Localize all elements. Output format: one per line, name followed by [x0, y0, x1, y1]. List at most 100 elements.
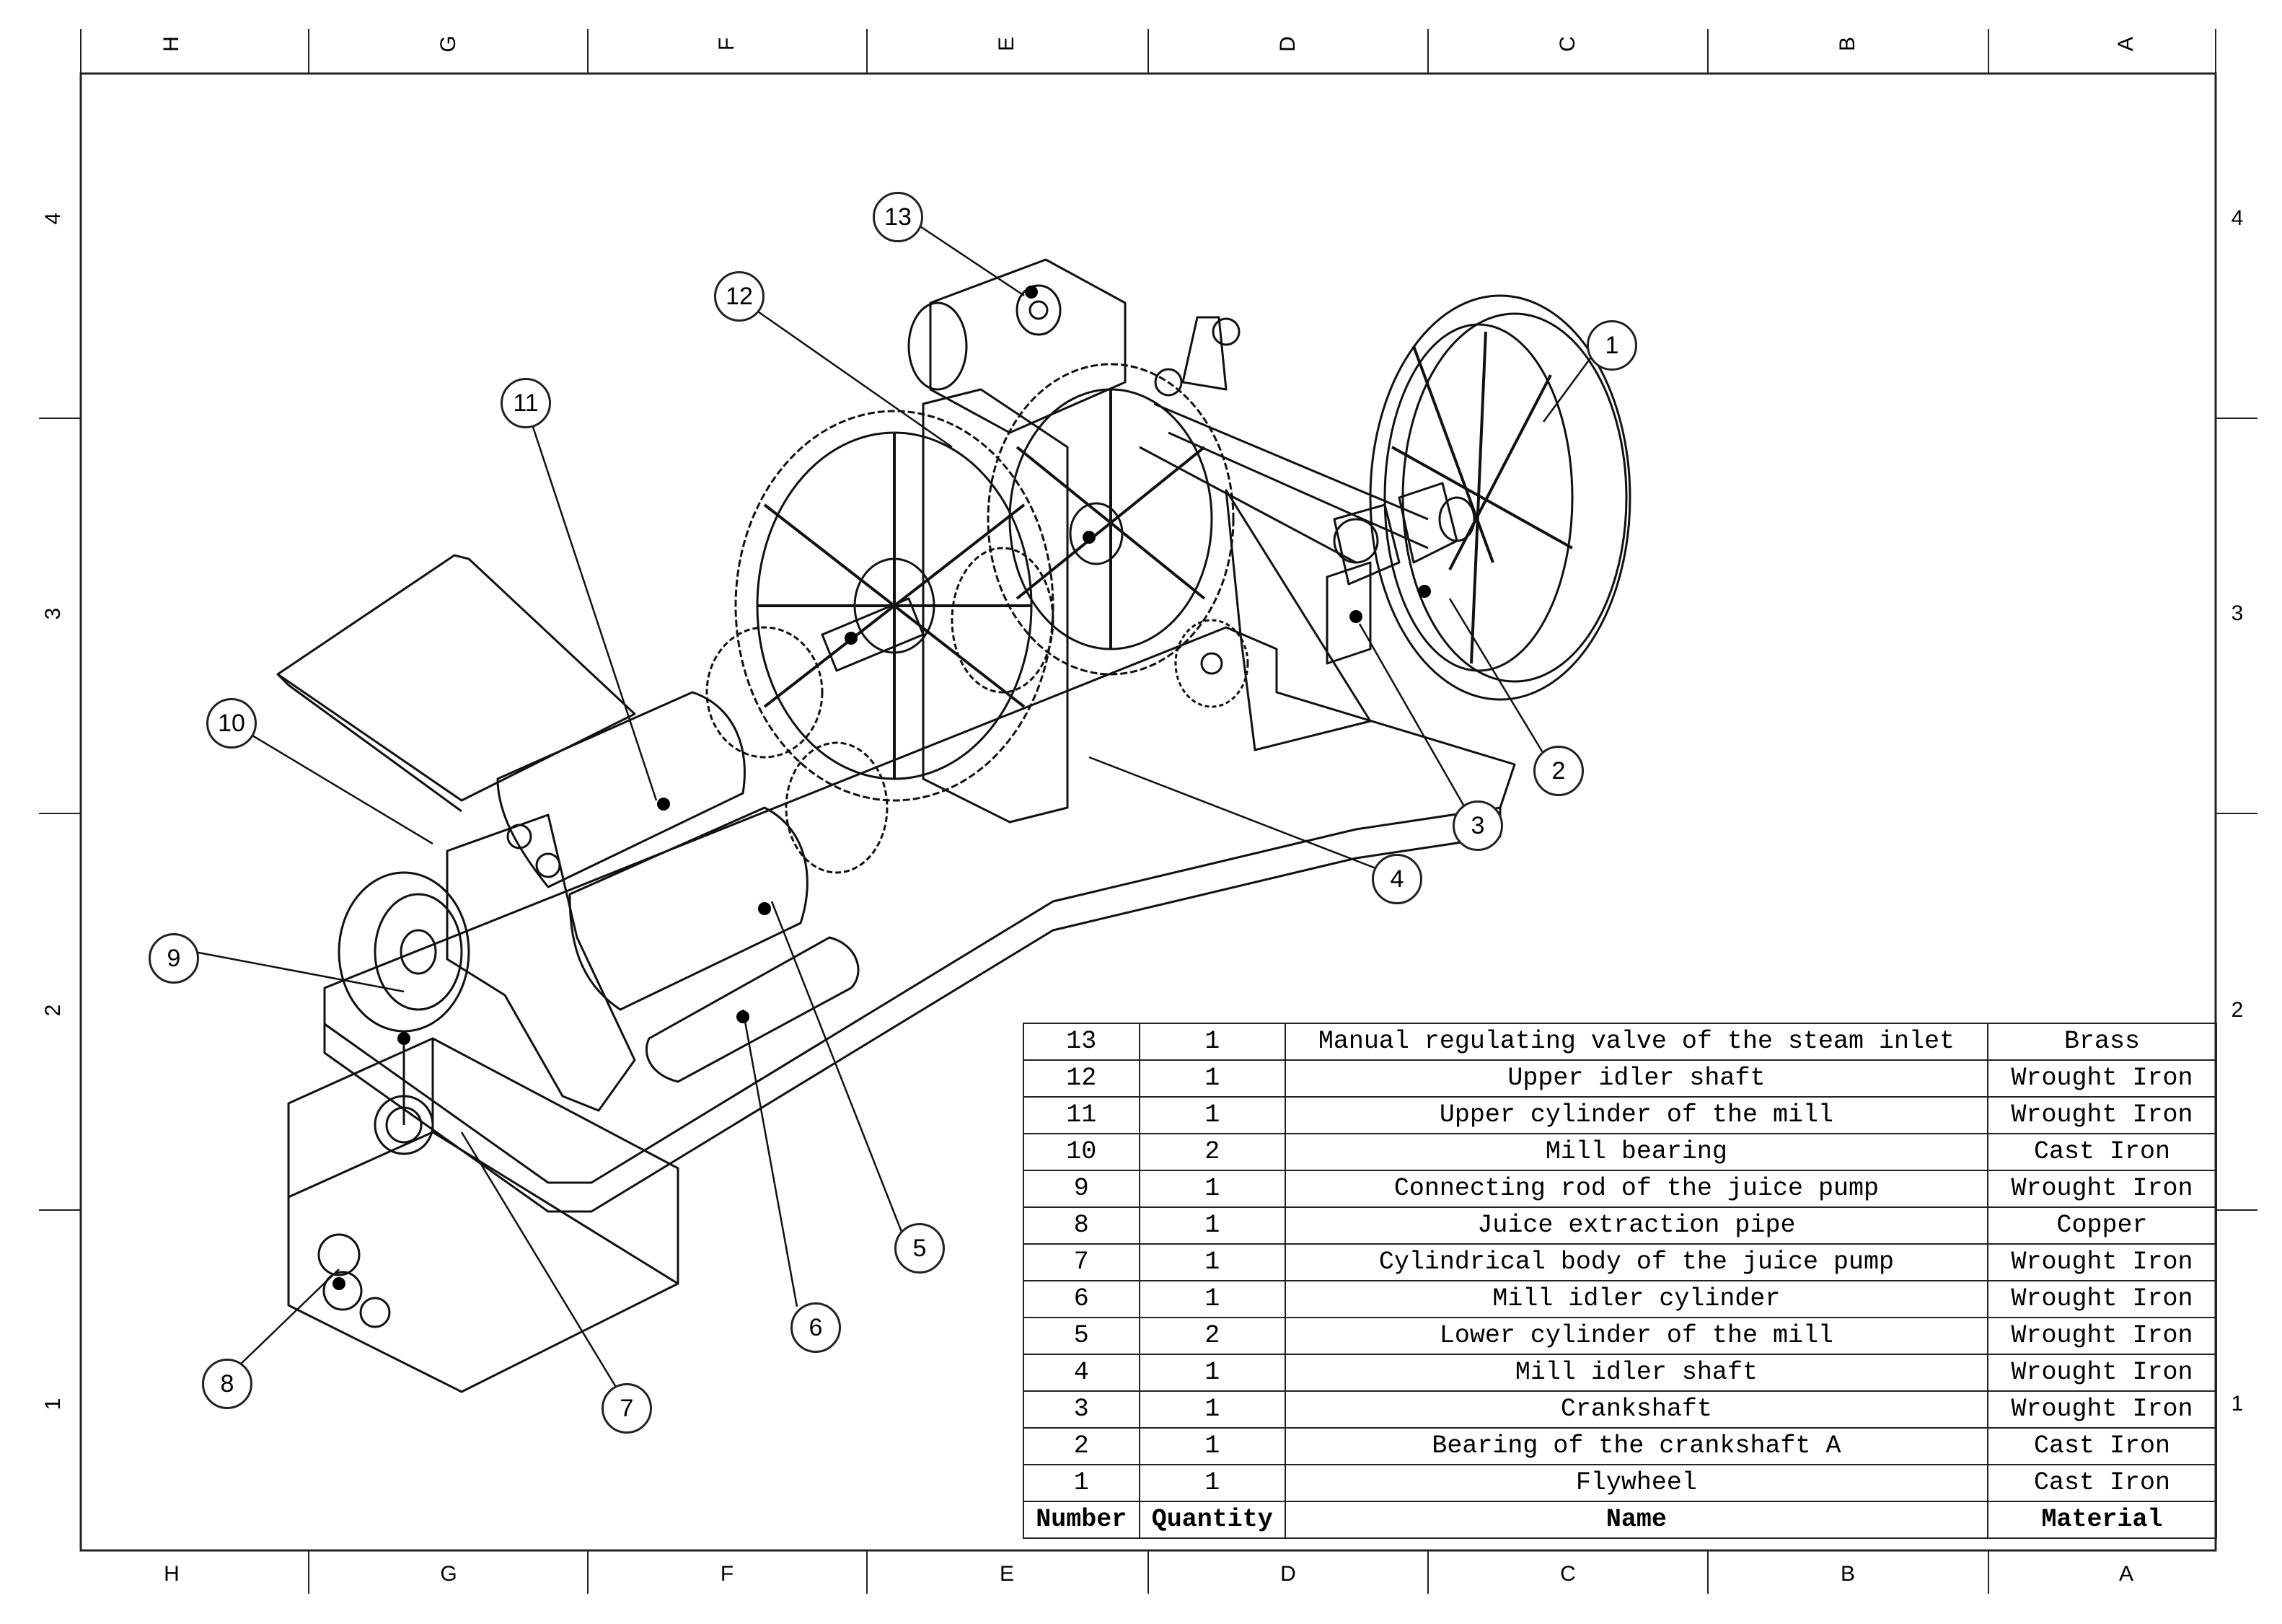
zone-top-a: A [2114, 37, 2138, 52]
bom-name: Bearing of the crankshaft A [1284, 1427, 1988, 1465]
zone-bottom-g: G [440, 1562, 457, 1586]
table-row: 4 1 Mill idler shaft Wrought Iron [1023, 1354, 2218, 1392]
table-row: 8 1 Juice extraction pipe Copper [1023, 1206, 2218, 1245]
zone-top-h: H [159, 36, 183, 52]
zone-left-1: 1 [41, 1398, 65, 1411]
callout-4: 4 [1372, 854, 1422, 904]
bom-name: Lower cylinder of the mill [1284, 1317, 1988, 1355]
bom-number: 5 [1023, 1317, 1140, 1355]
table-row: 7 1 Cylindrical body of the juice pump W… [1023, 1243, 2218, 1281]
zone-bottom-b: B [1840, 1562, 1855, 1586]
bom-quantity: 1 [1138, 1059, 1286, 1098]
bom-quantity: 1 [1138, 1427, 1286, 1465]
bom-number: 1 [1023, 1464, 1140, 1502]
bom-material: Wrought Iron [1986, 1354, 2218, 1392]
bom-name: Flywheel [1284, 1464, 1988, 1502]
zone-right-3: 3 [2231, 601, 2244, 625]
zone-left-4: 4 [41, 212, 65, 225]
pulley [338, 871, 470, 1033]
flywheel [1369, 294, 1631, 701]
zone-top-d: D [1276, 36, 1300, 52]
bom-number: 3 [1023, 1390, 1140, 1429]
bom-material: Wrought Iron [1986, 1059, 2218, 1098]
bom-quantity: 1 [1138, 1023, 1286, 1061]
bom-quantity: 1 [1138, 1096, 1286, 1134]
lower-cylinder [568, 806, 809, 1011]
bom-name: Mill idler cylinder [1284, 1280, 1988, 1318]
zone-right-2: 2 [2231, 998, 2244, 1022]
bom-quantity: 1 [1138, 1170, 1286, 1208]
zone-left-2: 2 [41, 1004, 65, 1017]
zone-right-4: 4 [2231, 206, 2244, 230]
bom-quantity: 1 [1138, 1280, 1286, 1318]
bom-material: Wrought Iron [1986, 1390, 2218, 1429]
zone-right-1: 1 [2231, 1392, 2244, 1416]
bom-quantity: 1 [1138, 1464, 1286, 1502]
bom-material: Wrought Iron [1986, 1096, 2218, 1134]
callout-1: 1 [1587, 320, 1637, 371]
callout-7: 7 [602, 1383, 652, 1434]
bom-number: 13 [1023, 1023, 1140, 1061]
bom-quantity: 2 [1138, 1133, 1286, 1171]
bom-number: 7 [1023, 1243, 1140, 1281]
bom-material: Cast Iron [1986, 1133, 2218, 1171]
bom-material: Copper [1986, 1206, 2218, 1245]
table-row: 1 1 Flywheel Cast Iron [1023, 1464, 2218, 1502]
zone-top-f: F [715, 37, 739, 51]
machine-drawing [276, 258, 1631, 1393]
table-row: 10 2 Mill bearing Cast Iron [1023, 1133, 2218, 1171]
header-number: Number [1023, 1501, 1140, 1539]
zone-bottom-e: E [999, 1562, 1014, 1586]
pinion-gear [705, 626, 824, 759]
bom-quantity: 1 [1138, 1206, 1286, 1245]
bom-number: 12 [1023, 1059, 1140, 1098]
bom-material: Wrought Iron [1986, 1243, 2218, 1281]
bom-number: 2 [1023, 1427, 1140, 1465]
bom-quantity: 1 [1138, 1390, 1286, 1429]
zone-bottom-a: A [2118, 1562, 2133, 1586]
table-row: 9 1 Connecting rod of the juice pump Wro… [1023, 1170, 2218, 1208]
bom-material: Cast Iron [1986, 1464, 2218, 1502]
bom-name: Mill bearing [1284, 1133, 1988, 1171]
zone-bottom-c: C [1560, 1562, 1576, 1586]
feed-chute [276, 554, 636, 802]
callout-12: 12 [714, 271, 765, 322]
header-name: Name [1284, 1501, 1988, 1539]
bom-material: Wrought Iron [1986, 1280, 2218, 1318]
bom-material: Wrought Iron [1986, 1170, 2218, 1208]
bom-quantity: 1 [1138, 1354, 1286, 1392]
table-row: 3 1 Crankshaft Wrought Iron [1023, 1390, 2218, 1429]
header-material: Material [1986, 1501, 2218, 1539]
bom-number: 10 [1023, 1133, 1140, 1171]
bom-name: Upper cylinder of the mill [1284, 1096, 1988, 1134]
pump-box [287, 1037, 679, 1393]
callout-2: 2 [1533, 746, 1584, 796]
header-quantity: Quantity [1138, 1501, 1286, 1539]
bill-of-materials-table: 13 1 Manual regulating valve of the stea… [1023, 1023, 2218, 1539]
large-gear-rear [987, 363, 1235, 676]
zone-top-e: E [995, 37, 1018, 52]
bom-name: Upper idler shaft [1284, 1059, 1988, 1098]
zone-top-b: B [1836, 37, 1859, 52]
callout-6: 6 [790, 1302, 841, 1353]
bom-quantity: 1 [1138, 1243, 1286, 1281]
callout-13: 13 [873, 192, 923, 242]
zone-top-c: C [1556, 36, 1580, 52]
bom-number: 8 [1023, 1206, 1140, 1245]
bom-name: Mill idler shaft [1284, 1354, 1988, 1392]
table-row: 12 1 Upper idler shaft Wrought Iron [1023, 1059, 2218, 1098]
bom-number: 4 [1023, 1354, 1140, 1392]
callout-3: 3 [1453, 800, 1503, 851]
table-row: 6 1 Mill idler cylinder Wrought Iron [1023, 1280, 2218, 1318]
bom-name: Manual regulating valve of the steam inl… [1284, 1023, 1988, 1061]
bom-name: Cylindrical body of the juice pump [1284, 1243, 1988, 1281]
callout-11: 11 [501, 378, 551, 428]
table-row: 5 2 Lower cylinder of the mill Wrought I… [1023, 1317, 2218, 1355]
bom-material: Wrought Iron [1986, 1317, 2218, 1355]
bom-number: 6 [1023, 1280, 1140, 1318]
zone-ticks [39, 29, 2257, 1594]
bom-quantity: 2 [1138, 1317, 1286, 1355]
zone-left-3: 3 [41, 607, 65, 620]
table-row: 11 1 Upper cylinder of the mill Wrought … [1023, 1096, 2218, 1134]
